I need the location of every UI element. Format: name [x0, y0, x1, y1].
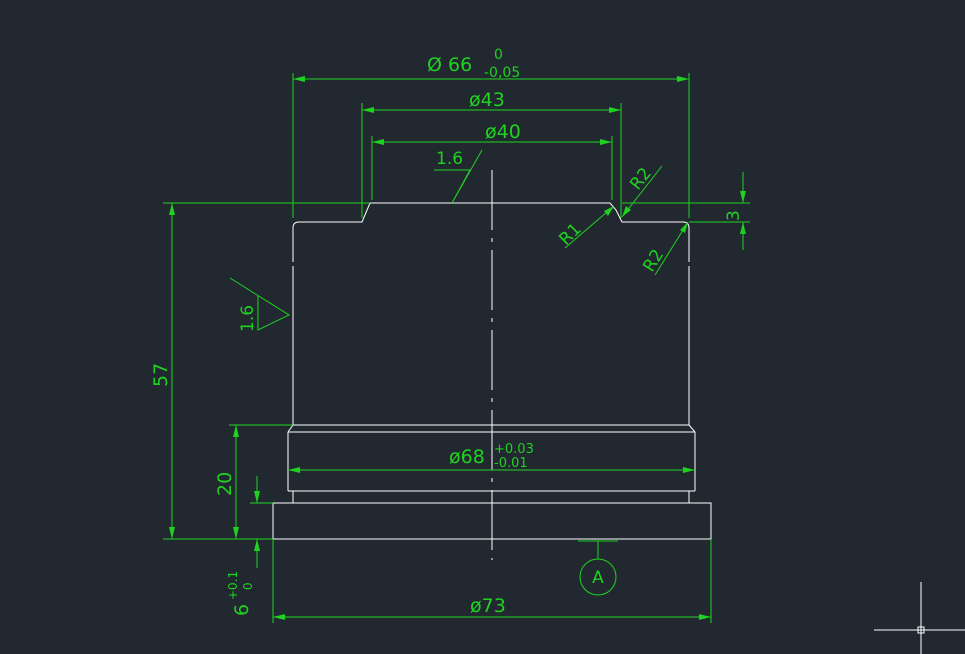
dim-d68: ø68: [449, 446, 485, 468]
dim-h6: 6: [231, 604, 253, 616]
dimension-text: Ø 66 0 -0,05 ø43 ø40 ø68 +0.03 -0.01 ø73…: [150, 47, 744, 617]
dim-d66: Ø 66: [427, 54, 472, 76]
dim-d68-lower: -0.01: [494, 456, 528, 471]
dim-d66-upper: 0: [494, 47, 503, 63]
dimension-lines: [163, 73, 750, 623]
dim-h6-lower: 0: [241, 582, 255, 590]
ucs-cursor-icon: [874, 582, 965, 654]
dim-d66-lower: -0,05: [484, 65, 520, 81]
dim-h6-upper: +0.1: [226, 571, 240, 600]
dim-h3: 3: [724, 210, 744, 221]
dim-d73: ø73: [470, 595, 506, 617]
dim-d40: ø40: [485, 121, 521, 143]
dim-h20: 20: [214, 472, 236, 496]
dim-d43: ø43: [469, 89, 505, 111]
dim-d68-upper: +0.03: [494, 442, 534, 457]
radius-r2-top: R2: [626, 164, 656, 194]
roughness-top-value: 1.6: [436, 149, 463, 169]
radius-r2-side: R2: [639, 246, 668, 276]
dim-h57: 57: [150, 363, 172, 387]
datum-label: A: [592, 568, 604, 588]
roughness-side-value: 1.6: [238, 305, 258, 332]
radius-r1: R1: [555, 219, 585, 249]
